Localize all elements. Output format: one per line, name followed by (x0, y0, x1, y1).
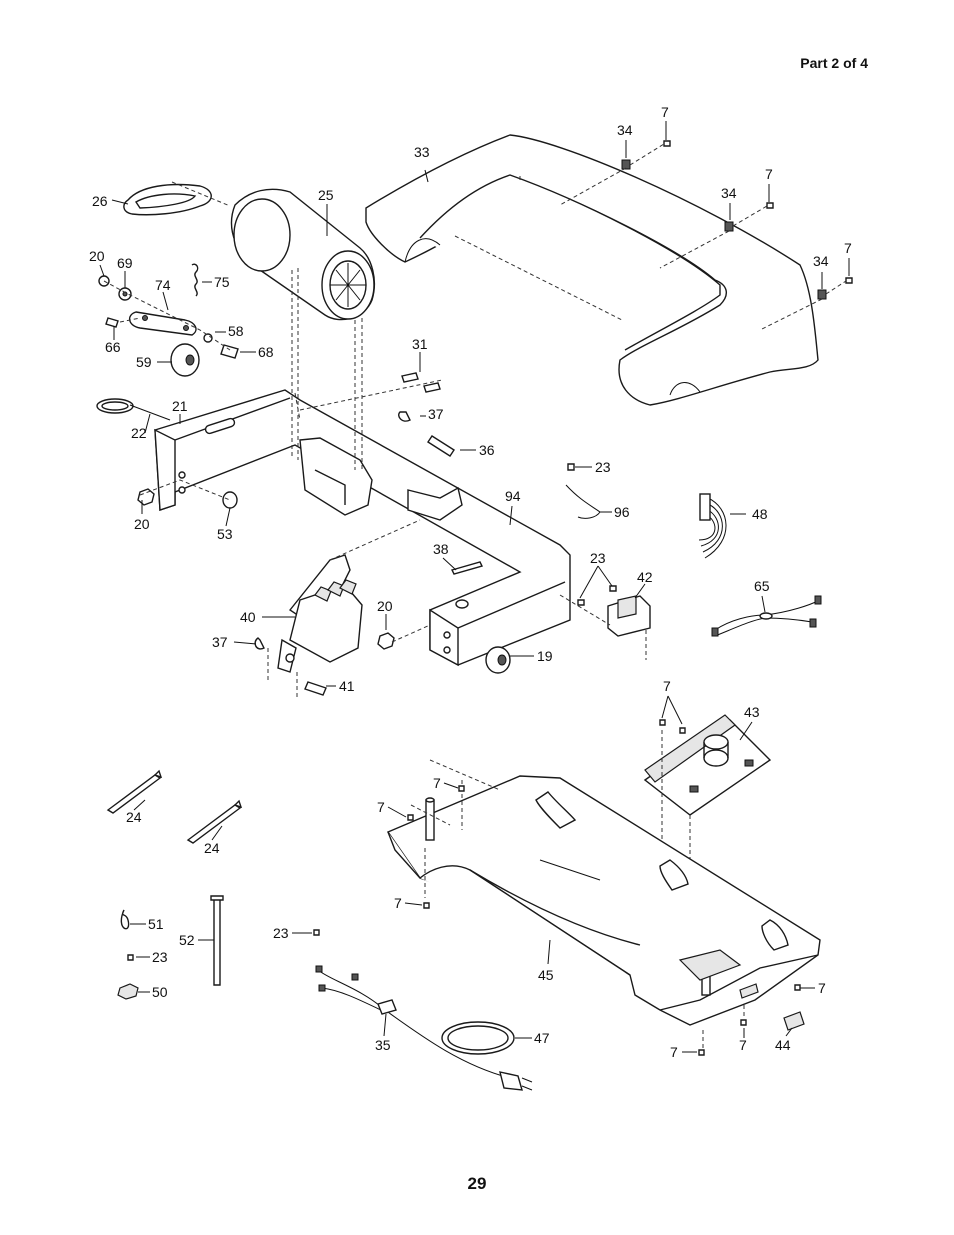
callout-22: 22 (131, 425, 147, 441)
callout-20: 20 (377, 598, 393, 614)
callout-58: 58 (228, 323, 244, 339)
small-parts-lower-left (117, 895, 224, 1000)
callout-33: 33 (414, 144, 430, 160)
callout-7: 7 (394, 895, 402, 911)
callout-38: 38 (433, 541, 449, 557)
callout-69: 69 (117, 255, 133, 271)
controller-board-part (643, 714, 772, 875)
callout-7: 7 (663, 678, 671, 694)
callout-20: 20 (89, 248, 105, 264)
callout-20: 20 (134, 516, 150, 532)
callout-40: 40 (240, 609, 256, 625)
callout-7: 7 (377, 799, 385, 815)
callout-94: 94 (505, 488, 521, 504)
callout-75: 75 (214, 274, 230, 290)
page-number: 29 (467, 1174, 487, 1193)
callout-31: 31 (412, 336, 428, 352)
frame-assembly-part (154, 389, 571, 667)
incline-motor-part (254, 519, 421, 700)
callout-23: 23 (595, 459, 611, 475)
motor-hood-part (365, 134, 819, 406)
callout-48: 48 (752, 506, 768, 522)
base-pan-part (386, 759, 821, 1048)
callout-50: 50 (152, 984, 168, 1000)
clip-pins-part (106, 769, 243, 844)
callout-7: 7 (433, 775, 441, 791)
callout-34: 34 (721, 185, 737, 201)
callout-37: 37 (212, 634, 228, 650)
callout-26: 26 (92, 193, 108, 209)
callout-51: 51 (148, 916, 164, 932)
base-fasteners (407, 785, 801, 1056)
callout-52: 52 (179, 932, 195, 948)
callout-7: 7 (844, 240, 852, 256)
callout-23: 23 (273, 925, 289, 941)
callout-68: 68 (258, 344, 274, 360)
callout-96: 96 (614, 504, 630, 520)
callout-24: 24 (204, 840, 220, 856)
callout-7: 7 (739, 1037, 747, 1053)
power-cord-part (313, 929, 533, 1091)
page-header-part-label: Part 2 of 4 (800, 55, 868, 71)
callout-53: 53 (217, 526, 233, 542)
jumper-wire-part (711, 595, 822, 637)
callout-74: 74 (155, 277, 171, 293)
callout-34: 34 (617, 122, 633, 138)
callout-41: 41 (339, 678, 355, 694)
power-switch-part (783, 1011, 805, 1031)
callout-42: 42 (637, 569, 653, 585)
wire-harness-part (698, 493, 727, 559)
choke-part (559, 585, 651, 660)
callout-7: 7 (661, 104, 669, 120)
callout-21: 21 (172, 398, 188, 414)
callout-45: 45 (538, 967, 554, 983)
callout-36: 36 (479, 442, 495, 458)
drive-motor-part (230, 188, 376, 321)
callout-leader-lines (99, 121, 850, 1053)
callout-59: 59 (136, 354, 152, 370)
callout-47: 47 (534, 1030, 550, 1046)
callout-19: 19 (537, 648, 553, 664)
callout-44: 44 (775, 1037, 791, 1053)
callout-35: 35 (375, 1037, 391, 1053)
callout-34: 34 (813, 253, 829, 269)
callout-23: 23 (152, 949, 168, 965)
callout-25: 25 (318, 187, 334, 203)
callout-66: 66 (105, 339, 121, 355)
callout-7: 7 (765, 166, 773, 182)
callout-24: 24 (126, 809, 142, 825)
callout-23: 23 (590, 550, 606, 566)
callout-7: 7 (670, 1044, 678, 1060)
callout-37: 37 (428, 406, 444, 422)
motor-tension-hardware (98, 263, 239, 377)
callout-7: 7 (818, 980, 826, 996)
callout-43: 43 (744, 704, 760, 720)
callout-labels: 33 34 7 34 7 34 7 26 25 20 69 74 75 66 5… (89, 104, 852, 1060)
hood-clip-fasteners (559, 140, 853, 331)
callout-65: 65 (754, 578, 770, 594)
drive-belt-part (123, 183, 212, 216)
roller-hardware (377, 561, 511, 674)
